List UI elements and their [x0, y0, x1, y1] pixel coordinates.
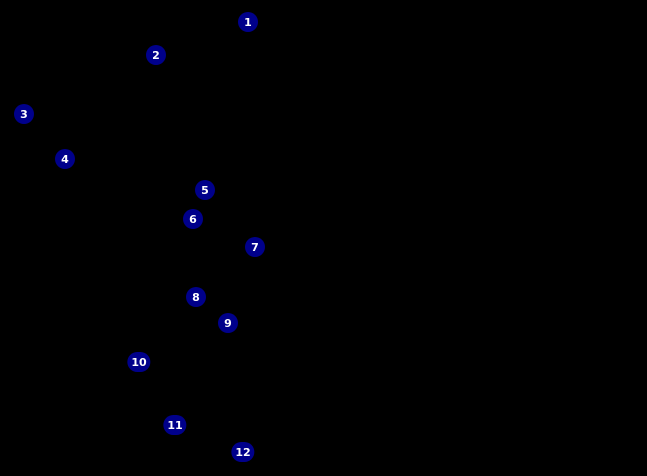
numbered-marker-2[interactable]: 2 [146, 45, 166, 65]
numbered-marker-10[interactable]: 10 [127, 352, 151, 372]
numbered-marker-12[interactable]: 12 [231, 442, 255, 462]
numbered-marker-11[interactable]: 11 [163, 415, 187, 435]
numbered-marker-4[interactable]: 4 [55, 149, 75, 169]
numbered-marker-6[interactable]: 6 [183, 209, 203, 229]
numbered-marker-8[interactable]: 8 [186, 287, 206, 307]
numbered-marker-9[interactable]: 9 [218, 313, 238, 333]
numbered-marker-7[interactable]: 7 [245, 237, 265, 257]
numbered-marker-3[interactable]: 3 [14, 104, 34, 124]
numbered-marker-5[interactable]: 5 [195, 180, 215, 200]
numbered-marker-1[interactable]: 1 [238, 12, 258, 32]
